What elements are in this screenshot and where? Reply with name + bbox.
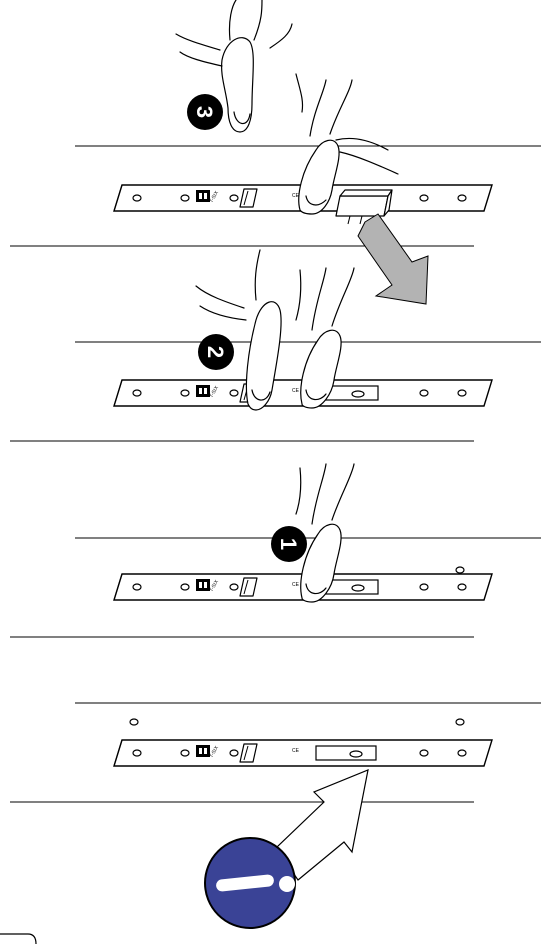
step-badge-1: 1 xyxy=(271,526,307,562)
finger-press-icon xyxy=(295,267,355,409)
finger-press-icon xyxy=(295,73,399,215)
corner-tab xyxy=(0,933,37,944)
step-2-label: 2 xyxy=(203,346,228,358)
removal-arrow xyxy=(357,213,429,305)
panel-step-3: 3 xyxy=(10,0,541,305)
insert-arrow xyxy=(275,769,369,881)
finger-press-icon xyxy=(195,249,282,411)
panel-step-2: 2 xyxy=(10,249,541,442)
finger-press-icon xyxy=(295,463,355,603)
stop-warning-sign-icon xyxy=(204,837,296,929)
step-badge-3: 3 xyxy=(187,94,223,130)
step-1-label: 1 xyxy=(276,538,301,550)
panel-stop xyxy=(10,702,541,929)
slider-block xyxy=(335,189,393,225)
panel-step-1: 1 xyxy=(10,463,541,638)
step-3-label: 3 xyxy=(192,106,217,118)
finger-lift-icon xyxy=(175,0,293,133)
step-badge-2: 2 xyxy=(198,334,234,370)
